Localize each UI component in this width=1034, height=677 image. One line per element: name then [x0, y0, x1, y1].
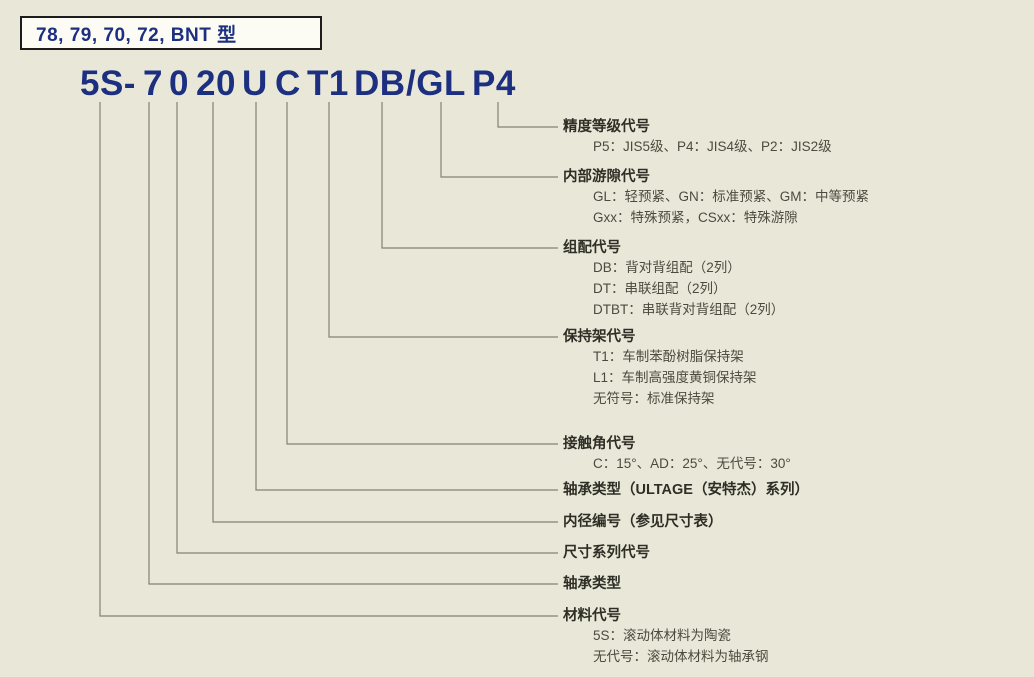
annotation-detail: L1：车制高强度黄铜保持架	[593, 370, 757, 385]
connector-ultage-type	[255, 102, 558, 491]
annotation-detail: C：15°、AD：25°、无代号：30°	[593, 456, 791, 471]
part-segment-bore-number: 20	[196, 64, 236, 103]
part-segment-bearing-type: 7	[143, 64, 163, 103]
annotation-cage: 保持架代号 T1：车制苯酚树脂保持架 L1：车制高强度黄铜保持架 无符号：标准保…	[563, 328, 757, 409]
connector-precision	[497, 102, 558, 128]
part-segment-dimension-series: 0	[169, 64, 189, 103]
annotation-detail: 5S：滚动体材料为陶瓷	[593, 628, 732, 643]
annotation-detail: GL：轻预紧、GN：标准预紧、GM：中等预紧	[593, 189, 870, 204]
annotation-bearing-type-ultage: 轴承类型（ULTAGE（安特杰）系列）	[563, 481, 809, 499]
annotation-arrangement: 组配代号 DB：背对背组配（2列） DT：串联组配（2列） DTBT：串联背对背…	[563, 239, 784, 320]
annotation-detail: DT：串联组配（2列）	[593, 281, 727, 296]
annotation-contact-angle: 接触角代号 C：15°、AD：25°、无代号：30°	[563, 435, 791, 474]
connector-arrangement	[381, 102, 558, 249]
connector-bore-number	[212, 102, 558, 523]
annotation-title: 内径编号（参见尺寸表）	[563, 514, 723, 530]
connector-contact-angle	[286, 102, 558, 445]
part-segment-arrangement: DB	[354, 64, 406, 103]
annotation-title: 轴承类型	[563, 576, 621, 592]
annotation-title: 内部游隙代号	[563, 169, 650, 185]
annotation-title: 尺寸系列代号	[563, 545, 650, 561]
connector-clearance	[440, 102, 558, 178]
annotation-title: 材料代号	[563, 608, 621, 624]
annotation-detail: DB：背对背组配（2列）	[593, 260, 741, 275]
part-segment-contact-angle: C	[275, 64, 301, 103]
annotation-precision-grade: 精度等级代号 P5：JIS5级、P4：JIS4级、P2：JIS2级	[563, 118, 832, 157]
annotation-detail: P5：JIS5级、P4：JIS4级、P2：JIS2级	[593, 139, 832, 154]
annotation-title: 保持架代号	[563, 329, 636, 345]
annotation-title: 轴承类型（ULTAGE（安特杰）系列）	[563, 482, 809, 498]
model-series-label: 78, 79, 70, 72, BNT 型	[36, 24, 237, 46]
annotation-bearing-type: 轴承类型	[563, 575, 621, 593]
annotation-title: 接触角代号	[563, 436, 636, 452]
connector-material-code	[99, 102, 558, 617]
part-number: 5S- 7 0 20 U C T1 DB /GL P4	[0, 64, 1034, 106]
annotation-title: 精度等级代号	[563, 119, 650, 135]
connector-bearing-type	[148, 102, 558, 585]
annotation-dimension-series: 尺寸系列代号	[563, 544, 650, 562]
annotation-bore-number: 内径编号（参见尺寸表）	[563, 513, 723, 531]
part-segment-precision: P4	[472, 64, 516, 103]
part-segment-clearance: /GL	[406, 64, 466, 103]
model-series-box: 78, 79, 70, 72, BNT 型	[20, 16, 322, 50]
connector-cage	[328, 102, 558, 338]
part-segment-ultage-type: U	[242, 64, 268, 103]
part-segment-cage: T1	[307, 64, 349, 103]
part-segment-material-code: 5S-	[80, 64, 136, 103]
annotation-detail: 无符号：标准保持架	[593, 391, 715, 406]
annotation-title: 组配代号	[563, 240, 621, 256]
annotation-detail: Gxx：特殊预紧，CSxx：特殊游隙	[593, 210, 798, 225]
connector-dimension-series	[176, 102, 558, 554]
annotation-detail: DTBT：串联背对背组配（2列）	[593, 302, 785, 317]
annotation-detail: 无代号：滚动体材料为轴承钢	[593, 649, 769, 664]
annotation-material-code: 材料代号 5S：滚动体材料为陶瓷 无代号：滚动体材料为轴承钢	[563, 607, 769, 667]
annotation-internal-clearance: 内部游隙代号 GL：轻预紧、GN：标准预紧、GM：中等预紧 Gxx：特殊预紧，C…	[563, 168, 869, 228]
annotation-detail: T1：车制苯酚树脂保持架	[593, 349, 744, 364]
